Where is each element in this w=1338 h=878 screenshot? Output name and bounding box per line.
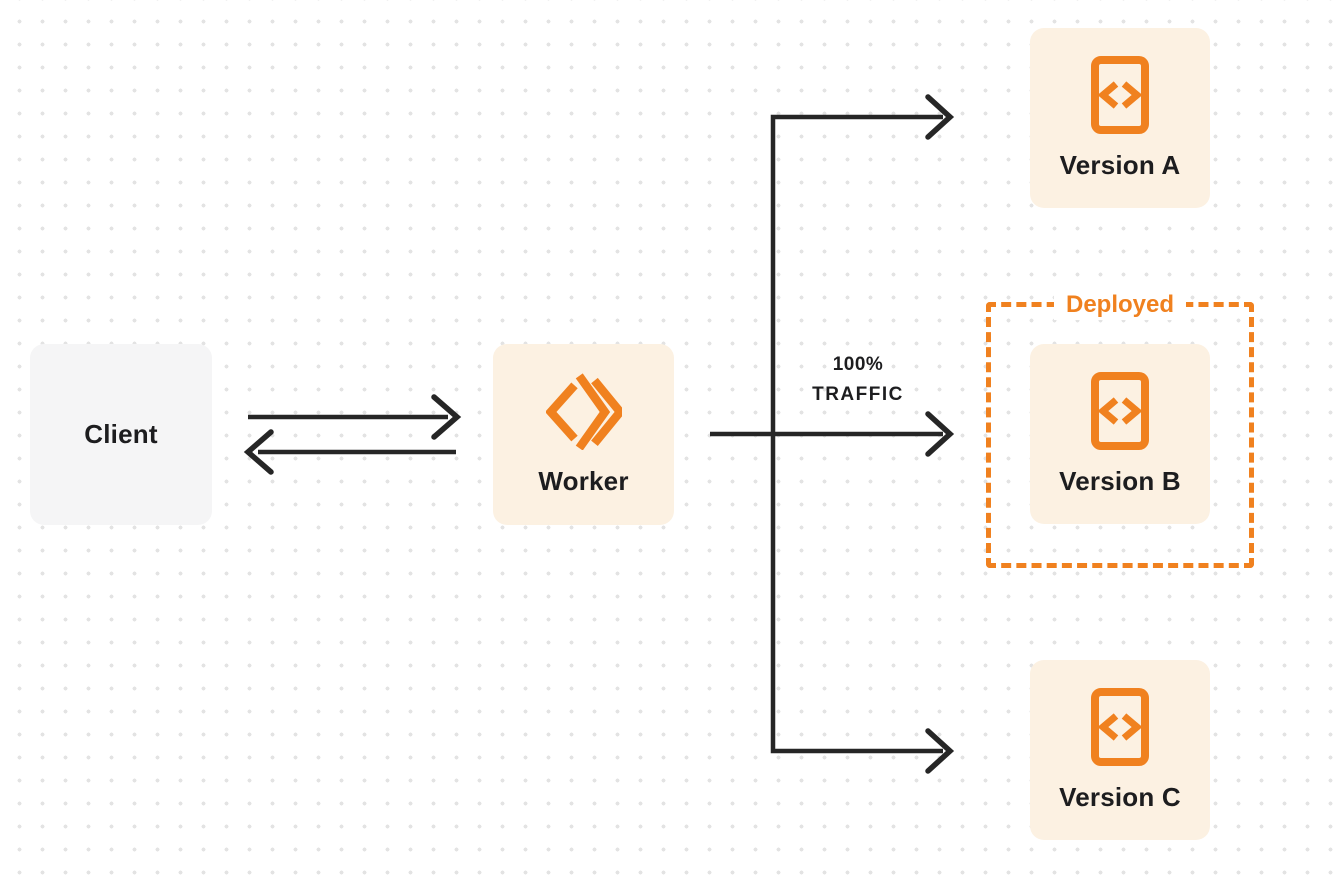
version-a-node: Version A bbox=[1030, 28, 1210, 208]
worker-label: Worker bbox=[538, 466, 629, 496]
code-file-icon bbox=[1091, 687, 1149, 766]
version-a-label: Version A bbox=[1059, 149, 1181, 180]
worker-node: Worker bbox=[493, 344, 674, 525]
version-b-label: Version B bbox=[1059, 465, 1181, 496]
deployed-label: Deployed bbox=[1053, 290, 1187, 320]
version-a-arrowhead bbox=[925, 94, 955, 140]
traffic-label: 100% TRAFFIC bbox=[793, 350, 923, 410]
worker-to-client-arrow bbox=[243, 429, 456, 475]
traffic-split-branch bbox=[770, 94, 955, 774]
worker-to-version-b-arrow bbox=[710, 411, 955, 457]
client-label: Client bbox=[84, 419, 158, 449]
code-file-icon bbox=[1091, 55, 1149, 134]
version-b-node: Version B bbox=[1030, 344, 1210, 524]
cloudflare-workers-chevron-icon bbox=[545, 372, 622, 450]
deployed-group: Deployed bbox=[986, 290, 1254, 568]
client-node: Client bbox=[30, 344, 212, 525]
code-file-icon bbox=[1091, 371, 1149, 450]
version-c-label: Version C bbox=[1059, 781, 1181, 812]
client-to-worker-arrow bbox=[248, 394, 462, 440]
traffic-percent: 100% bbox=[832, 354, 884, 375]
version-c-node: Version C bbox=[1030, 660, 1210, 840]
traffic-word: TRAFFIC bbox=[812, 384, 904, 405]
version-c-arrowhead bbox=[925, 728, 955, 774]
